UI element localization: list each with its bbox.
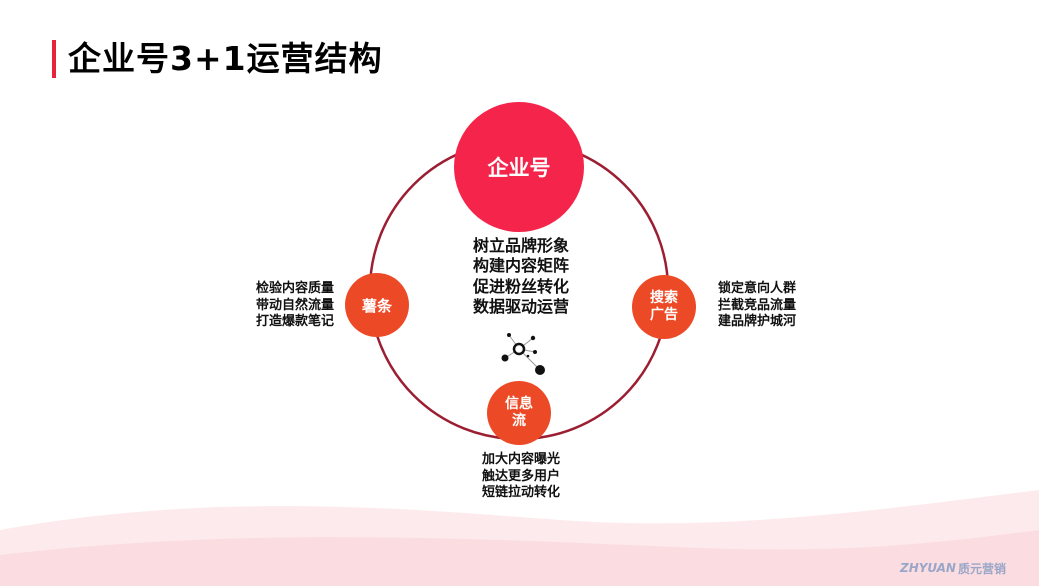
left-point: 带动自然流量: [255, 297, 334, 313]
left-points: 检验内容质量 带动自然流量 打造爆款笔记: [218, 281, 334, 331]
node-right-circle: [632, 275, 696, 339]
hub-point: 构建内容矩阵: [472, 256, 569, 276]
node-left-label: 薯条: [361, 296, 392, 315]
node-bottom-label: 信息 流: [505, 395, 533, 430]
node-left-circle: [345, 273, 409, 337]
right-points: 锁定意向人群 拦截竞品流量 建品牌护城河: [718, 281, 828, 331]
left-point: 检验内容质量: [255, 281, 334, 296]
network-nodes-icon: [501, 333, 545, 375]
bottom-point: 短链拉动转化: [481, 485, 560, 501]
hub-label: 企业号: [487, 156, 551, 180]
right-point: 锁定意向人群: [718, 281, 797, 296]
left-point: 打造爆款笔记: [255, 314, 334, 330]
hub-point: 树立品牌形象: [472, 236, 569, 255]
title-accent-bar: [52, 40, 56, 78]
hub-point: 促进粉丝转化: [472, 276, 569, 296]
brand-logo: ZHYUAN 质元营销: [900, 561, 1006, 576]
bottom-point: 触达更多用户: [481, 468, 560, 484]
right-point: 建品牌护城河: [718, 314, 797, 330]
node-bottom-circle: [487, 381, 551, 445]
bottom-wave-decoration: [0, 490, 1039, 586]
bottom-points: 加大内容曝光 触达更多用户 短链拉动转化: [459, 452, 583, 502]
hub-point: 数据驱动运营: [472, 297, 569, 317]
page-title: 企业号3+1运营结构: [68, 39, 383, 78]
hub-circle: [454, 102, 584, 232]
node-right-label: 搜索 广告: [650, 289, 678, 324]
bottom-point: 加大内容曝光: [481, 452, 560, 467]
hub-points: 树立品牌形象 构建内容矩阵 促进粉丝转化 数据驱动运营: [459, 236, 583, 318]
right-point: 拦截竞品流量: [718, 297, 797, 313]
